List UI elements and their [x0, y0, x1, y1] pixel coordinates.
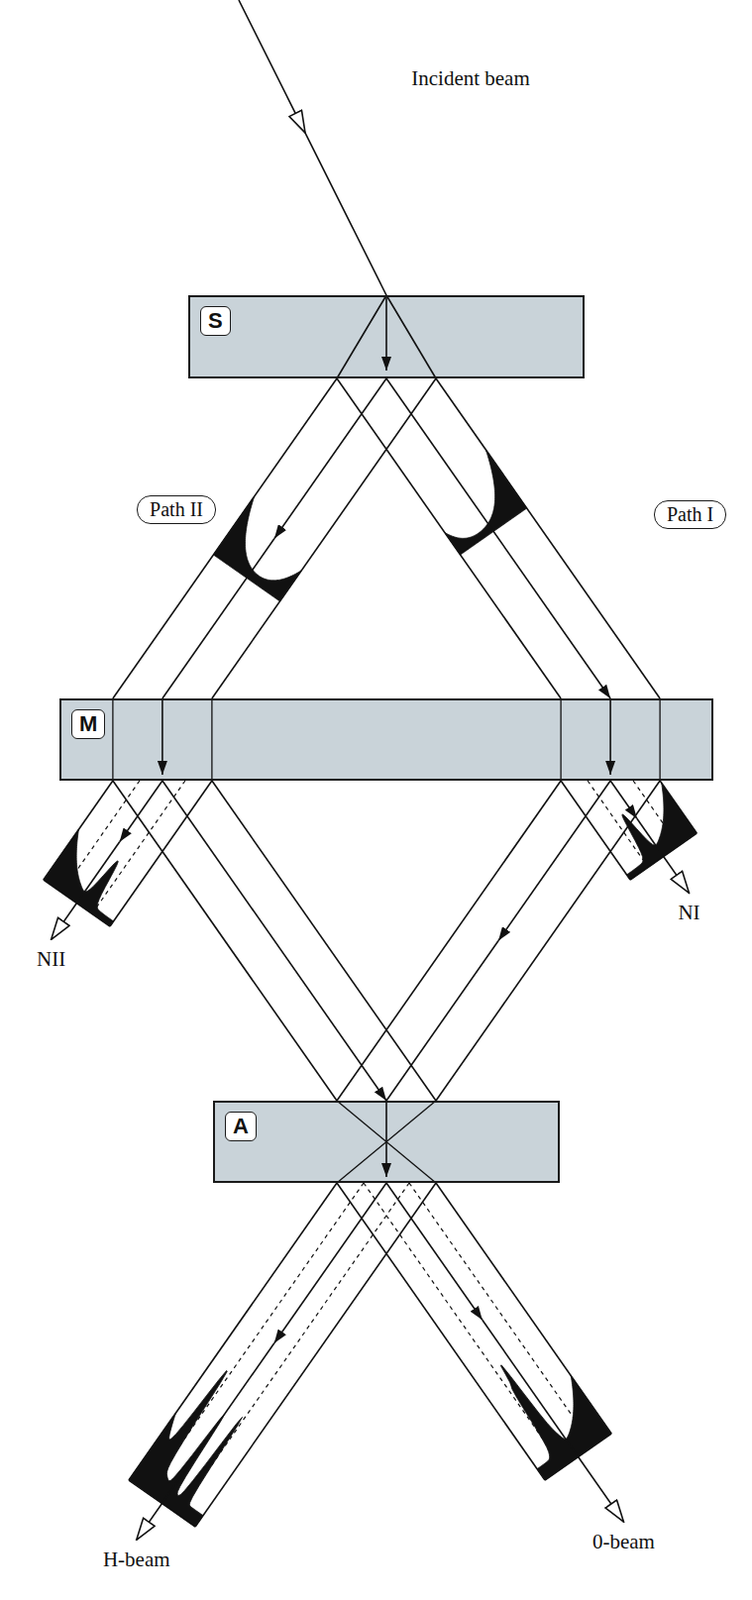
beam-edge — [195, 1182, 436, 1527]
crystal-fill — [59, 698, 714, 781]
beam-center — [162, 1343, 275, 1504]
crystal-fill — [213, 1100, 560, 1183]
beam-edge — [435, 780, 660, 1101]
beam-center — [386, 941, 499, 1102]
crystal-slab: S — [188, 295, 585, 379]
fan-line — [409, 1182, 594, 1447]
beam-arrow — [386, 1182, 483, 1320]
exit-arrow — [136, 1503, 163, 1540]
beam-connector — [162, 780, 387, 1101]
intensity-profile — [444, 449, 528, 555]
intensity-profile — [500, 1365, 612, 1481]
beam-center — [637, 818, 664, 857]
beam-edge — [112, 378, 337, 699]
beam-edge — [336, 1182, 545, 1481]
fan-edge — [658, 698, 660, 781]
fan-line — [363, 1182, 563, 1468]
beam-label: H-beam — [103, 1547, 171, 1573]
crystal-arrow — [609, 700, 612, 775]
beam-edge — [212, 780, 436, 1101]
exit-arrow — [578, 1457, 625, 1523]
crystal-slab: A — [213, 1100, 560, 1183]
crystal-letter: A — [224, 1111, 257, 1142]
exit-arrow — [663, 857, 690, 894]
fan-edge — [336, 1100, 436, 1183]
beam-connector — [386, 378, 611, 699]
fan-edge — [336, 1100, 436, 1183]
exit-arrow — [51, 902, 78, 940]
path-name: Path I — [666, 503, 714, 526]
beam-edge — [560, 780, 631, 880]
crystal-letter: M — [71, 709, 106, 740]
crystal-arrow — [385, 1102, 388, 1178]
fan-edge — [559, 698, 561, 781]
fan-line — [587, 780, 648, 867]
path-label: Path II — [136, 495, 216, 525]
intensity-profile — [622, 782, 697, 880]
crystal-arrow — [385, 297, 388, 371]
beam-arrow — [274, 1182, 387, 1344]
intensity-profile — [213, 496, 302, 602]
crystal-letter: S — [200, 306, 231, 336]
beam-edge — [112, 780, 337, 1101]
beam-center — [76, 842, 119, 904]
crystal-slab: M — [59, 698, 714, 781]
path-name: Path II — [149, 498, 204, 521]
beam-center — [482, 1319, 579, 1457]
detector-label: NI — [677, 900, 700, 926]
beam-label: 0-beam — [592, 1529, 655, 1555]
incident-beam — [238, 0, 306, 133]
beam-edge — [212, 378, 436, 699]
beam-arrow — [498, 780, 611, 942]
fan-edge — [211, 698, 213, 781]
intensity-profile — [43, 829, 118, 927]
incident-beam — [305, 132, 387, 296]
beam-arrow — [274, 378, 387, 539]
detector-label: NII — [36, 947, 66, 972]
beam-arrow — [610, 780, 638, 819]
crystal-arrow — [161, 700, 164, 775]
beam-edge — [109, 780, 213, 927]
fan-edge — [386, 295, 436, 379]
beam-edge — [336, 780, 561, 1101]
path-label: Path I — [653, 500, 727, 530]
beam-arrow — [119, 780, 163, 843]
beam-label: Incident beam — [409, 65, 533, 92]
fan-line — [92, 780, 186, 914]
intensity-profile — [128, 1370, 243, 1527]
fan-edge — [111, 698, 113, 781]
fan-edge — [336, 295, 387, 379]
beam-edge — [435, 378, 660, 699]
crystal-fill — [188, 295, 585, 379]
beam-edge — [336, 378, 561, 699]
beam-center — [162, 538, 275, 700]
